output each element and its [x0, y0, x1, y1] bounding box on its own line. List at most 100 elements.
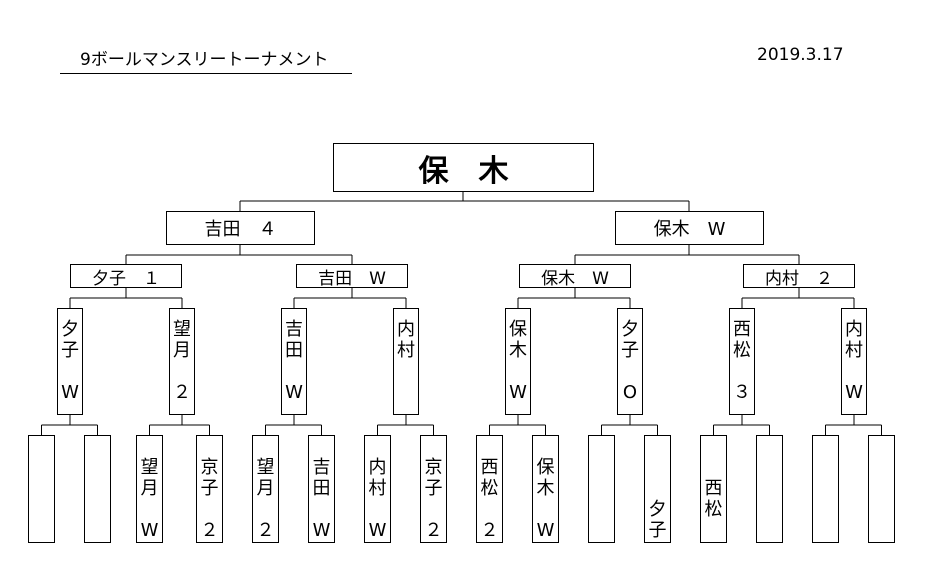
player-char	[627, 361, 633, 382]
player-char: W	[61, 382, 79, 403]
player-char: 望	[256, 457, 275, 478]
round1-box	[756, 435, 783, 543]
player-char: 吉	[285, 319, 303, 340]
quarterfinal-box-3: 保木 W	[519, 264, 631, 289]
player-char: 子	[200, 478, 219, 499]
player-char	[487, 499, 493, 520]
player-char	[515, 361, 521, 382]
player-char	[543, 499, 549, 520]
player-char: 西	[704, 478, 723, 499]
round2-box: 夕子 W	[57, 308, 83, 415]
player-char	[655, 436, 661, 457]
player-char: W	[845, 382, 863, 403]
player-char: 田	[312, 478, 331, 499]
player-char	[179, 361, 185, 382]
player-char: ２	[173, 382, 191, 403]
player-char: 月	[140, 478, 159, 499]
round1-box: 夕子	[644, 435, 671, 543]
round1-box	[28, 435, 55, 543]
round1-box: 望月 ２	[252, 435, 279, 543]
player-char: O	[622, 382, 638, 403]
round1-box: 望月 W	[136, 435, 163, 543]
champion-box: 保 木	[333, 143, 594, 192]
player-char	[739, 361, 745, 382]
round2-box: 西松 ３	[729, 308, 755, 415]
player-char: 子	[648, 520, 667, 541]
player-char	[711, 436, 717, 457]
round1-box: 京子 ２	[196, 435, 223, 543]
semifinal-box-2: 保木 W	[615, 211, 764, 245]
round1-box	[868, 435, 895, 543]
tournament-title: 9ボールマンスリートーナメント	[80, 50, 329, 70]
player-char: 田	[285, 340, 303, 361]
player-char	[147, 436, 153, 457]
title-underline	[60, 73, 352, 74]
player-char	[263, 436, 269, 457]
tournament-date: 2019.3.17	[757, 45, 844, 65]
player-char: 吉	[312, 457, 331, 478]
player-char: W	[536, 520, 555, 541]
player-char: W	[368, 520, 387, 541]
player-char	[147, 499, 153, 520]
player-char	[207, 499, 213, 520]
player-char: 子	[424, 478, 443, 499]
player-char	[711, 457, 717, 478]
round1-box	[588, 435, 615, 543]
player-char	[487, 436, 493, 457]
player-char: 木	[509, 340, 527, 361]
round2-box: 望月 ２	[169, 308, 195, 415]
round2-box: 内村	[393, 308, 419, 415]
semifinal-box-1: 吉田 ４	[166, 211, 315, 245]
round1-box: 内村 W	[364, 435, 391, 543]
player-char: 西	[733, 319, 751, 340]
player-char: 内	[845, 319, 863, 340]
player-char: 松	[704, 499, 723, 520]
player-char: ２	[424, 520, 443, 541]
player-char	[207, 436, 213, 457]
player-char: 子	[621, 340, 639, 361]
player-char: 夕	[61, 319, 79, 340]
player-char	[67, 361, 73, 382]
player-char: 村	[368, 478, 387, 499]
player-char	[851, 361, 857, 382]
player-char: 子	[61, 340, 79, 361]
player-char: 月	[256, 478, 275, 499]
player-char	[431, 499, 437, 520]
round1-box	[812, 435, 839, 543]
player-char: 松	[480, 478, 499, 499]
player-char: ２	[480, 520, 499, 541]
round1-box: 西松	[700, 435, 727, 543]
player-char	[655, 457, 661, 478]
round2-box: 内村 W	[841, 308, 867, 415]
round1-box: 西松 ２	[476, 435, 503, 543]
player-char: 夕	[648, 499, 667, 520]
player-char: 内	[368, 457, 387, 478]
player-char	[319, 436, 325, 457]
player-char: W	[509, 382, 527, 403]
player-char	[431, 436, 437, 457]
player-char	[291, 361, 297, 382]
player-char: 木	[536, 478, 555, 499]
player-char: 保	[536, 457, 555, 478]
round1-box	[84, 435, 111, 543]
player-char	[543, 436, 549, 457]
player-char: 村	[845, 340, 863, 361]
player-char	[375, 499, 381, 520]
quarterfinal-box-1: 夕子 １	[70, 264, 182, 289]
player-char: ２	[256, 520, 275, 541]
player-char	[319, 499, 325, 520]
player-char: 京	[424, 457, 443, 478]
player-char: 村	[397, 340, 415, 361]
round1-box: 京子 ２	[420, 435, 447, 543]
player-char: W	[312, 520, 331, 541]
round1-box: 吉田 W	[308, 435, 335, 543]
player-char: 月	[173, 340, 191, 361]
round2-box: 吉田 W	[281, 308, 307, 415]
player-char: W	[285, 382, 303, 403]
round1-box: 保木 W	[532, 435, 559, 543]
player-char: ２	[200, 520, 219, 541]
player-char: W	[140, 520, 159, 541]
round2-box: 夕子 O	[617, 308, 643, 415]
player-char: 西	[480, 457, 499, 478]
